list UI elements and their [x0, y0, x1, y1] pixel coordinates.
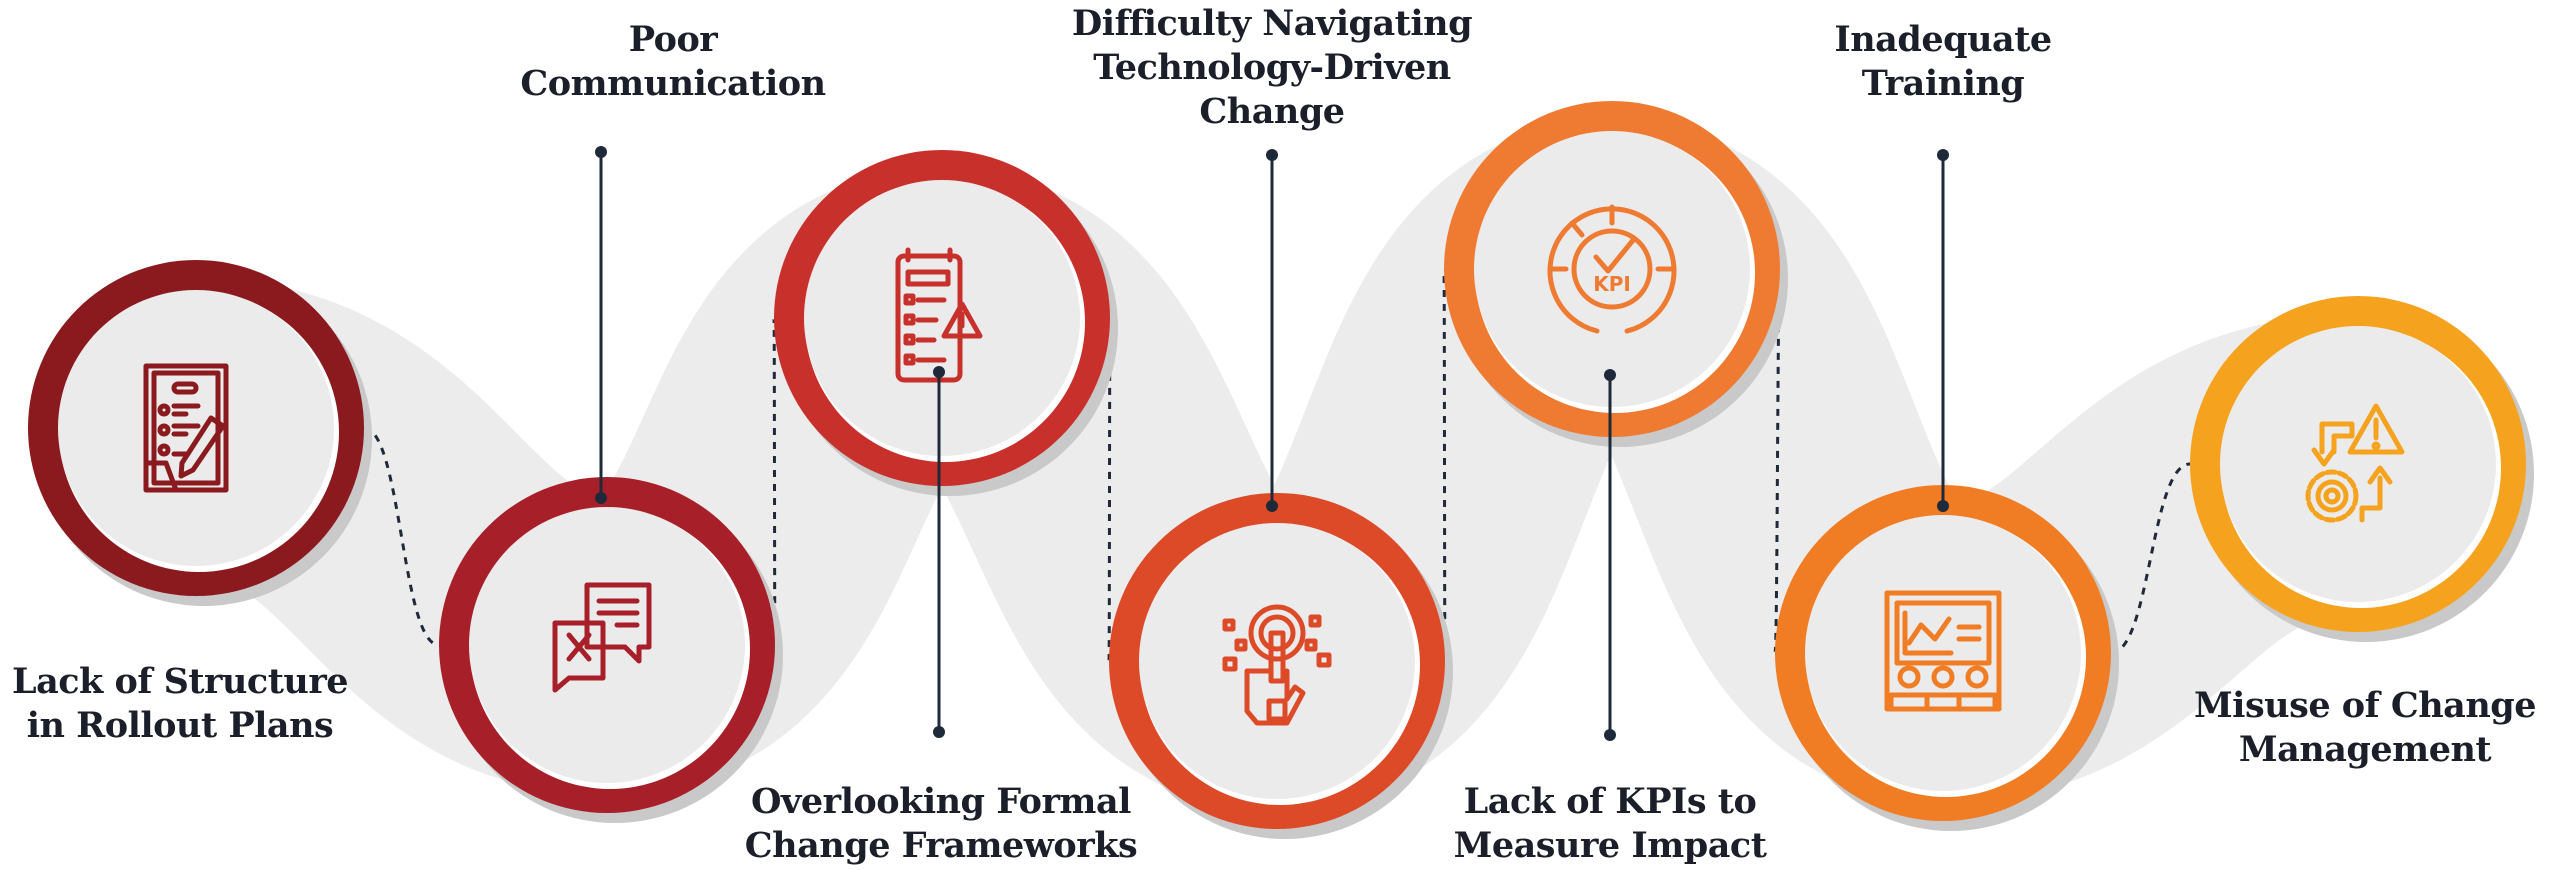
pointer-dot — [1937, 149, 1949, 161]
circle-face — [2220, 326, 2496, 602]
gear-warning-arrows-icon — [2305, 403, 2405, 523]
circle-face — [804, 180, 1080, 456]
dotted-connector — [2110, 462, 2191, 655]
pointer-dot — [933, 726, 945, 738]
step-label-5: Lack of KPIs to Measure Impact — [1453, 781, 1767, 866]
pointer-line — [1266, 149, 1278, 512]
step-circle-4 — [1109, 493, 1453, 839]
step-label-6: Inadequate Training — [1834, 19, 2052, 104]
pointer-line — [933, 366, 945, 738]
step-label-3: Overlooking Formal Change Frameworks — [744, 781, 1138, 866]
step-circle-7 — [2190, 296, 2534, 642]
chat-error-icon — [552, 582, 652, 693]
step-label-4: Difficulty Navigating Technology-Driven … — [1071, 3, 1473, 132]
step-label-1: Lack of Structure in Rollout Plans — [11, 661, 349, 746]
step-circle-2 — [439, 477, 783, 823]
step-label-7: Misuse of Change Management — [2193, 685, 2537, 770]
kpi-text: KPI — [1593, 272, 1631, 296]
tech-touch-icon — [1222, 604, 1332, 726]
pointer-dot — [595, 146, 607, 158]
pointer-dot — [595, 492, 607, 504]
step-circle-6 — [1775, 485, 2119, 831]
pointer-dot — [1266, 500, 1278, 512]
dotted-connector — [363, 426, 440, 647]
pointer-dot — [1604, 729, 1616, 741]
pointer-dot — [933, 366, 945, 378]
pointer-line — [1937, 149, 1949, 512]
pointer-line — [595, 146, 607, 504]
step-circle-3 — [774, 150, 1118, 496]
clipboard-warning-icon — [895, 247, 983, 383]
pointer-dot — [1604, 369, 1616, 381]
step-label-2: Poor Communication — [520, 19, 826, 104]
checklist-pen-icon — [143, 363, 229, 493]
step-circle-5: KPI — [1444, 101, 1788, 447]
kpi-gauge-icon: KPI — [1547, 204, 1677, 334]
training-presentation-icon — [1884, 590, 2002, 712]
step-circle-1 — [28, 260, 372, 606]
pointer-line — [1604, 369, 1616, 741]
pointer-dot — [1937, 500, 1949, 512]
pointer-dot — [1266, 149, 1278, 161]
